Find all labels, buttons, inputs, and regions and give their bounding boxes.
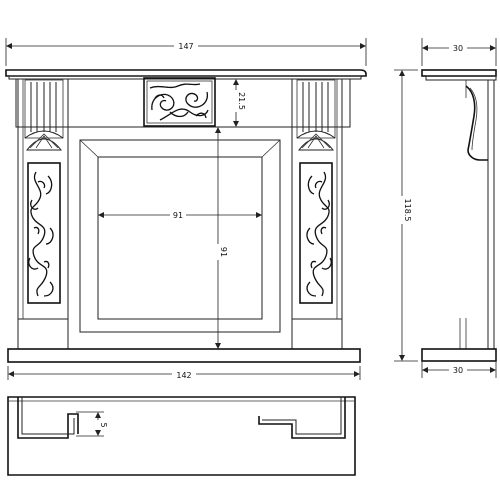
opening-width-label: 91 [173,211,183,220]
side-depth-bottom-label: 30 [453,366,463,375]
overall-width-label: 147 [178,42,193,51]
firebox-opening [97,156,263,320]
frieze [15,78,351,128]
hearth-width-label: 142 [176,371,191,380]
side-corbel [465,85,488,161]
side-shelf [421,69,497,77]
mantel-shelf [5,69,367,77]
side-dimensions: 30 30 118.5 [394,38,497,378]
plan-right-return [258,397,346,439]
total-height-label: 118.5 [403,199,412,222]
hearth-step-label: 5 [99,422,108,427]
front-dimensions: 147 142 91 91 21.5 [5,38,367,380]
opening-outer-frame [67,126,293,350]
side-elevation [421,69,497,362]
plan-dimensions: 5 [76,411,108,437]
side-depth-top-label: 30 [453,44,463,53]
left-pilaster [17,78,69,350]
front-elevation [5,69,367,363]
plan-left-return [17,397,79,439]
plan-outline [7,396,356,476]
side-hearth [421,348,497,362]
plan-view [7,396,356,476]
center-carved-panel [143,77,216,127]
opening-height-label: 91 [219,247,228,257]
opening-inner-frame [79,139,281,333]
hearth [7,348,361,363]
right-pilaster [291,78,343,350]
panel-height-label: 21.5 [237,92,246,110]
